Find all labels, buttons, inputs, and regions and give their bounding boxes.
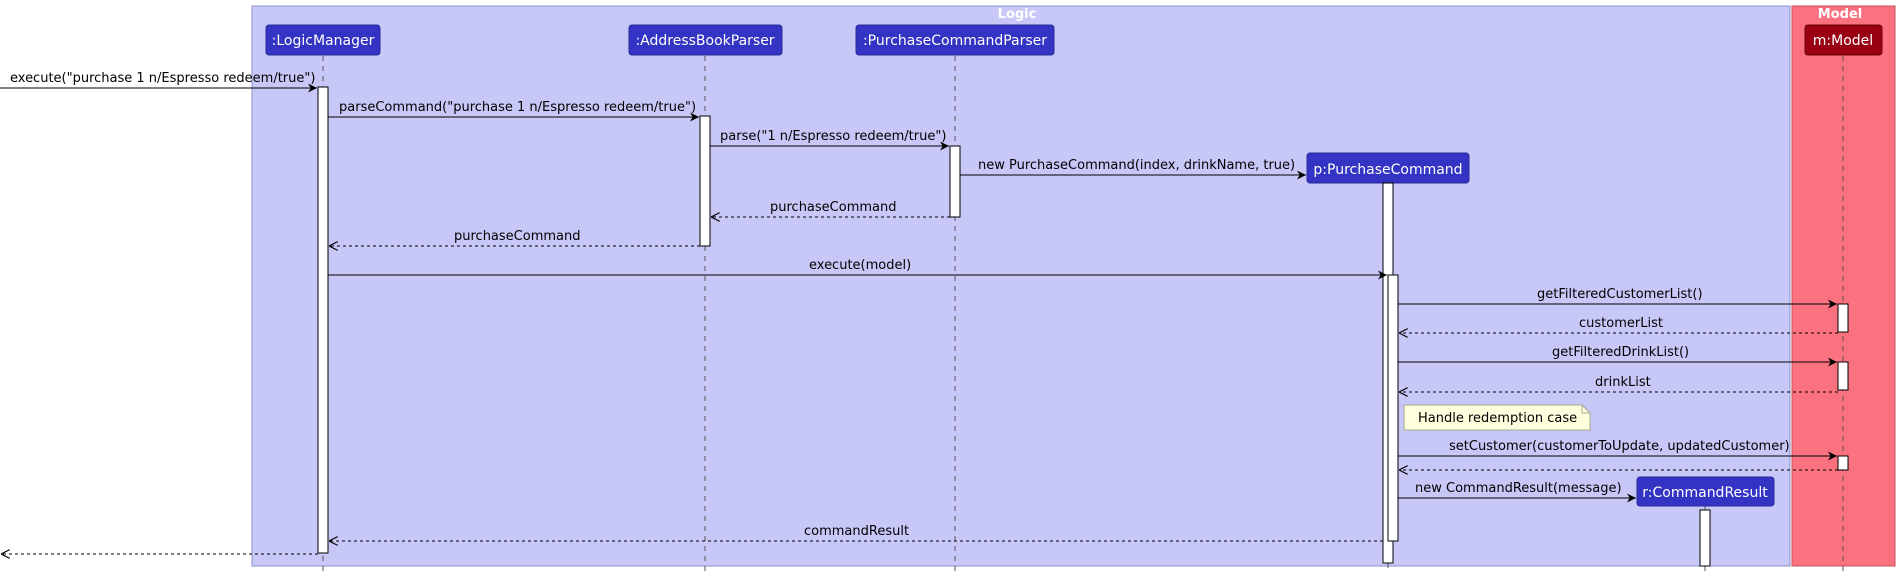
message-label-command-result: commandResult [804,524,909,539]
participant-command-result: r:CommandResult [1636,476,1775,507]
activation-model-customer [1837,303,1849,333]
logic-package-box [251,5,1791,567]
participant-box [628,24,783,56]
participant-label: :LogicManager [272,33,375,49]
participant-label: :PurchaseCommandParser [863,33,1047,49]
note-box [1403,404,1591,431]
message-label-new-purchase-command: new PurchaseCommand(index, drinkName, tr… [978,158,1295,173]
message-label-parse: parse("1 n/Espresso redeem/true") [720,129,946,144]
message-label-get-filtered-drink-list: getFilteredDrinkList() [1552,345,1689,360]
logic-package: Logic [251,5,1791,567]
activation-command-result [1699,509,1711,567]
activation-model-set [1837,455,1849,471]
participant-box [1636,476,1775,507]
activation-purchase-command-parser [949,145,961,218]
message-label-drink-list: drinkList [1595,375,1651,390]
message-label-execute-model: execute(model) [809,258,911,273]
message-label-customer-list: customerList [1579,316,1663,331]
message-label-new-command-result: new CommandResult(message) [1415,481,1622,496]
participant-purchase-command-parser: :PurchaseCommandParser [855,24,1055,56]
model-package-title: Model [1818,7,1862,22]
message-label-set-customer: setCustomer(customerToUpdate, updatedCus… [1449,439,1790,454]
participant-box [855,24,1055,56]
activations [317,86,1849,567]
participant-label: p:PurchaseCommand [1313,162,1462,178]
participant-label: r:CommandResult [1642,485,1768,501]
activation-purchase-command-execute [1387,274,1399,542]
message-label-execute: execute("purchase 1 n/Espresso redeem/tr… [10,71,315,86]
logic-package-title: Logic [998,7,1037,22]
participant-logic-manager: :LogicManager [265,24,381,56]
note-handle-redemption: Handle redemption case [1403,404,1591,431]
participant-box [265,24,381,56]
message-label-parse-command: parseCommand("purchase 1 n/Espresso rede… [339,100,696,115]
note-text: Handle redemption case [1418,411,1577,426]
participant-purchase-command: p:PurchaseCommand [1306,152,1470,184]
participant-model: m:Model [1804,24,1883,56]
participant-label: :AddressBookParser [635,33,774,49]
participant-box [1804,24,1883,56]
activation-logic-manager [317,86,329,554]
message-arrows [0,83,1838,554]
activation-address-book-parser [699,115,711,247]
participant-label: m:Model [1813,33,1873,49]
message-label-get-filtered-customer-list: getFilteredCustomerList() [1537,287,1703,302]
activation-model-drink [1837,361,1849,391]
note-fold [1581,405,1590,414]
message-label-purchase-command-1: purchaseCommand [770,200,897,215]
participant-address-book-parser: :AddressBookParser [628,24,783,56]
message-label-purchase-command-2: purchaseCommand [454,229,581,244]
